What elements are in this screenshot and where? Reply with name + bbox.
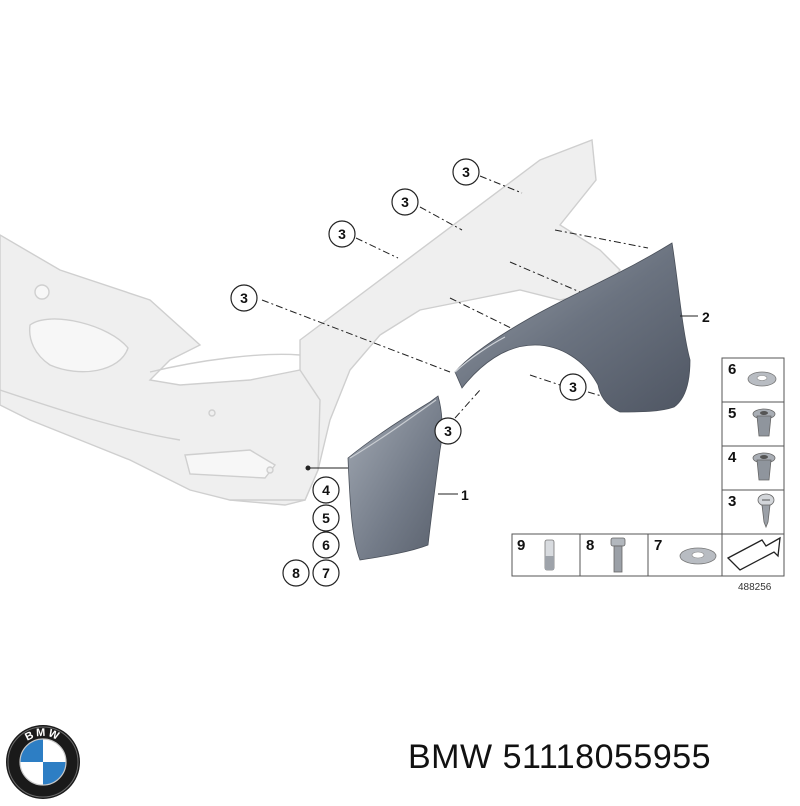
- callout-2: 2: [702, 309, 710, 325]
- part-number: 51118055955: [502, 738, 712, 776]
- bolt-icon: [610, 537, 626, 573]
- legend-item-3: 3: [728, 493, 775, 529]
- expanding-nut-icon: [752, 408, 776, 437]
- callout-3-lower-center: 3: [434, 417, 462, 445]
- callout-3-left: 3: [230, 284, 258, 312]
- brand-name: BMW: [408, 738, 493, 776]
- dowel-icon: [544, 539, 555, 571]
- part-leaders: [305, 315, 698, 495]
- callout-1: 1: [461, 487, 469, 503]
- svg-text:7: 7: [322, 565, 330, 581]
- callout-3-third: 3: [328, 220, 356, 248]
- legend-item-9: 9: [517, 537, 555, 571]
- callout-3-second: 3: [391, 188, 419, 216]
- legend-item-5: 5: [728, 405, 776, 437]
- legend-item-8: 8: [586, 537, 626, 573]
- svg-text:3: 3: [401, 194, 409, 210]
- svg-text:8: 8: [292, 565, 300, 581]
- washer-icon: [679, 547, 717, 565]
- callout-4: 4: [312, 476, 340, 504]
- callout-3-lower-right: 3: [559, 373, 587, 401]
- svg-text:7: 7: [654, 537, 662, 554]
- front-extension-part: [347, 395, 443, 561]
- svg-text:4: 4: [322, 482, 330, 498]
- callout-8: 8: [282, 559, 310, 587]
- callout-6: 6: [312, 531, 340, 559]
- ghost-grille: [28, 318, 129, 373]
- svg-text:3: 3: [240, 290, 248, 306]
- direction-arrow-icon: [726, 536, 781, 571]
- callout-7: 7: [312, 559, 340, 587]
- bmw-logo: BMW: [4, 723, 82, 801]
- svg-text:5: 5: [322, 510, 330, 526]
- svg-text:3: 3: [462, 164, 470, 180]
- rear-fender-part: [454, 242, 691, 413]
- svg-text:6: 6: [322, 537, 330, 553]
- svg-text:BMW: BMW: [23, 727, 62, 744]
- svg-text:2: 2: [702, 309, 710, 325]
- svg-text:6: 6: [728, 361, 736, 378]
- expanding-nut-icon: [752, 452, 776, 481]
- svg-text:8: 8: [586, 537, 594, 554]
- svg-text:3: 3: [444, 423, 452, 439]
- svg-text:5: 5: [728, 405, 736, 422]
- diagram-id: 488256: [738, 582, 772, 593]
- screw-icon: [757, 493, 775, 529]
- legend-item-6: 6: [728, 361, 777, 387]
- leader-lines: [261, 175, 649, 419]
- legend-item-7: 7: [654, 537, 717, 565]
- svg-text:3: 3: [728, 493, 736, 510]
- ghost-car-body: [0, 139, 621, 506]
- washer-icon: [747, 371, 777, 387]
- svg-text:3: 3: [338, 226, 346, 242]
- svg-text:1: 1: [461, 487, 469, 503]
- callout-5: 5: [312, 504, 340, 532]
- callout-3-top: 3: [452, 158, 480, 186]
- legend-item-4: 4: [728, 449, 776, 481]
- svg-text:4: 4: [728, 449, 737, 466]
- svg-text:3: 3: [569, 379, 577, 395]
- svg-text:9: 9: [517, 537, 525, 554]
- ghost-bumper: [0, 234, 321, 501]
